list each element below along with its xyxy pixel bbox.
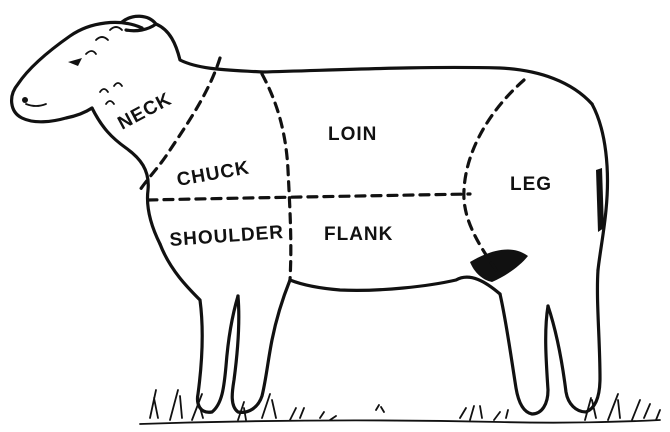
belly-shadow [470,249,528,282]
label-flank: FLANK [324,224,393,245]
shoulder-loin-divider [262,74,291,280]
label-leg: LEG [510,174,552,195]
sheep-rear-leg [548,270,600,412]
label-loin: LOIN [328,124,377,145]
label-neck: NECK [114,89,175,135]
sheep-head [12,22,142,121]
label-chuck: CHUCK [175,157,251,190]
horizontal-divider [148,194,470,200]
label-shoulder: SHOULDER [169,222,285,251]
sheep-eye-icon [68,58,82,66]
sheep-nose-icon [22,97,28,103]
rump-shadow [596,168,604,232]
sheep-outline [12,16,608,414]
cut-labels: NECK CHUCK LOIN LEG SHOULDER FLANK [114,89,552,251]
sheep-front-leg [232,280,290,412]
